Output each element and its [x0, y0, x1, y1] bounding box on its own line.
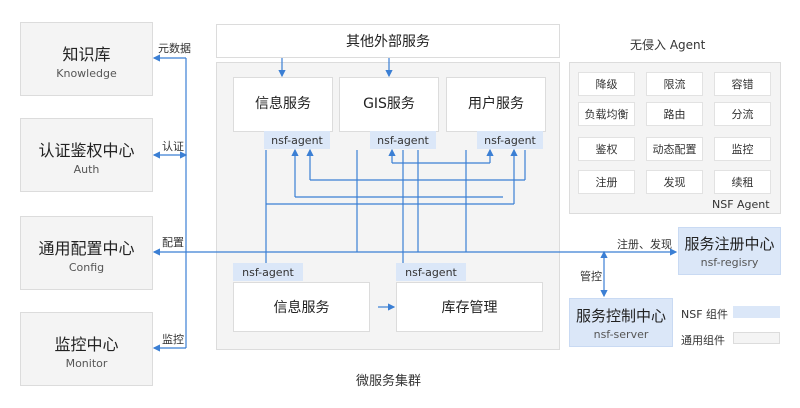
- external-services-box[interactable]: 其他外部服务: [216, 24, 560, 58]
- knowledge-sub: Knowledge: [56, 67, 117, 80]
- agent-feature-item: 动态配置: [646, 137, 703, 161]
- legend-common-label: 通用组件: [681, 334, 725, 347]
- service-gis[interactable]: GIS服务: [339, 77, 439, 132]
- agent-feature-item: 负载均衡: [578, 102, 635, 126]
- monitor-title: 监控中心: [54, 335, 119, 354]
- agent-panel-footer: NSF Agent: [712, 198, 770, 211]
- control-title: 服务控制中心: [575, 307, 666, 325]
- agent-feature-item: 鉴权: [578, 137, 635, 161]
- registry-sub: nsf-regisry: [700, 256, 759, 269]
- edge-label-metadata: 元数据: [158, 42, 191, 55]
- legend-common-swatch: [733, 332, 780, 344]
- agent-tag-gis: nsf-agent: [370, 131, 436, 149]
- agent-feature-item: 容错: [714, 72, 771, 96]
- agent-feature-item: 续租: [714, 170, 771, 194]
- service-user-label: 用户服务: [468, 95, 524, 112]
- config-sub: Config: [68, 261, 105, 274]
- control-node[interactable]: 服务控制中心 nsf-server: [569, 298, 673, 347]
- agent-tag-user: nsf-agent: [477, 131, 543, 149]
- auth-title: 认证鉴权中心: [38, 141, 135, 160]
- service-inventory[interactable]: 库存管理: [396, 282, 543, 332]
- agent-feature-item: 发现: [646, 170, 703, 194]
- agent-feature-item: 限流: [646, 72, 703, 96]
- agent-tag-inventory: nsf-agent: [396, 263, 466, 281]
- agent-tag-info-bottom: nsf-agent: [233, 263, 303, 281]
- agent-feature-item: 路由: [646, 102, 703, 126]
- edge-label-config: 配置: [162, 236, 184, 249]
- monitor-node[interactable]: 监控中心 Monitor: [20, 312, 153, 386]
- edge-label-auth: 认证: [162, 140, 184, 153]
- config-node[interactable]: 通用配置中心 Config: [20, 216, 153, 290]
- service-info-bottom-label: 信息服务: [273, 300, 330, 316]
- agent-feature-item: 分流: [714, 102, 771, 126]
- edge-label-control: 管控: [580, 270, 602, 283]
- external-services-title: 其他外部服务: [346, 34, 430, 50]
- agent-feature-item: 监控: [714, 137, 771, 161]
- service-info-top-label: 信息服务: [255, 95, 311, 112]
- legend-nsf-swatch: [733, 306, 780, 318]
- knowledge-node[interactable]: 知识库 Knowledge: [20, 22, 153, 96]
- registry-title: 服务注册中心: [684, 235, 775, 253]
- service-info-bottom[interactable]: 信息服务: [233, 282, 370, 332]
- edge-label-register: 注册、发现: [617, 238, 672, 251]
- legend-nsf-label: NSF 组件: [681, 308, 729, 321]
- agent-feature-item: 降级: [578, 72, 635, 96]
- auth-sub: Auth: [73, 163, 100, 176]
- registry-node[interactable]: 服务注册中心 nsf-regisry: [678, 227, 781, 275]
- service-info-top[interactable]: 信息服务: [233, 77, 333, 132]
- cluster-label: 微服务集群: [356, 374, 422, 389]
- service-inventory-label: 库存管理: [441, 300, 498, 316]
- auth-node[interactable]: 认证鉴权中心 Auth: [20, 118, 153, 192]
- control-sub: nsf-server: [593, 328, 649, 341]
- config-title: 通用配置中心: [38, 239, 135, 258]
- service-gis-label: GIS服务: [363, 95, 415, 112]
- agent-panel-title: 无侵入 Agent: [630, 38, 706, 52]
- monitor-sub: Monitor: [65, 357, 108, 370]
- service-user[interactable]: 用户服务: [446, 77, 546, 132]
- agent-tag-info-top: nsf-agent: [264, 131, 330, 149]
- agent-feature-item: 注册: [578, 170, 635, 194]
- edge-label-monitor: 监控: [162, 333, 184, 346]
- knowledge-title: 知识库: [62, 45, 111, 64]
